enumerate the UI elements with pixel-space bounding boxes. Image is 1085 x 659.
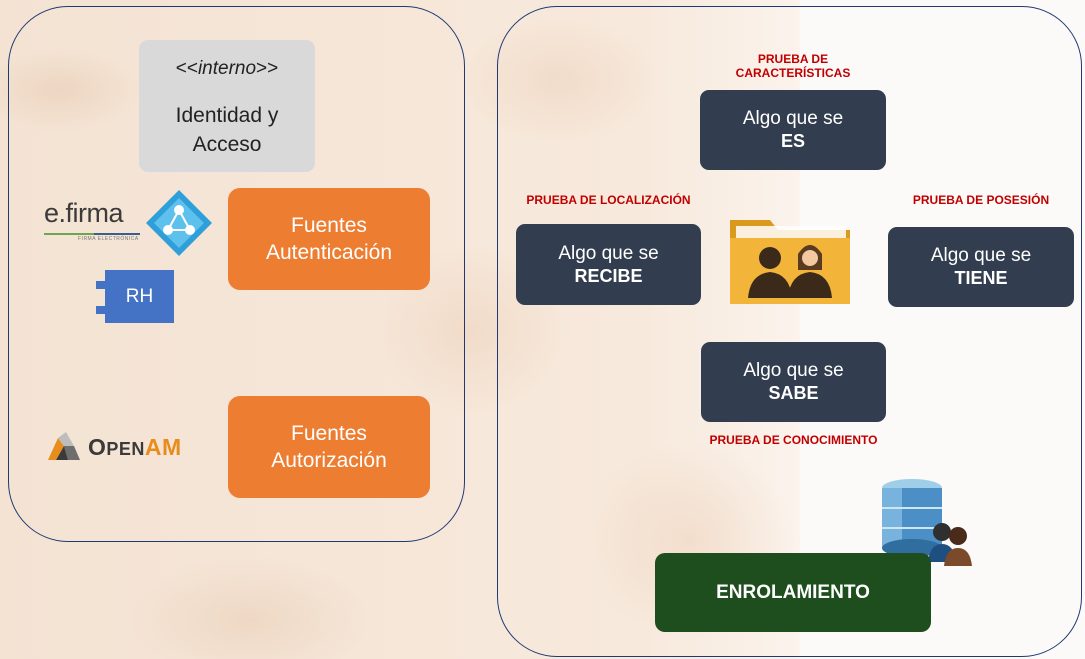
factor-sabe-line2: SABE (768, 383, 819, 403)
proof-possession-label: PRUEBA DE POSESIÓN (912, 193, 1050, 207)
factor-es-line1: Algo que se (742, 108, 844, 129)
rh-component[interactable]: RH (105, 270, 174, 323)
users-folder-icon (730, 220, 850, 304)
factor-sabe-line1: Algo que se (743, 360, 844, 381)
enrollment-label: ENROLAMIENTO (716, 581, 870, 603)
factor-es-line2: ES (780, 131, 805, 151)
openam-logo: OPENAM (44, 430, 182, 464)
identity-label: Identidad y Acceso (175, 103, 279, 156)
authz-sources-label: Fuentes Autorización (271, 422, 387, 472)
stereotype-label: <<interno>> (176, 54, 279, 83)
factor-recibe-line2: RECIBE (574, 265, 643, 286)
proof-knowledge-label: PRUEBA DE CONOCIMIENTO (709, 433, 878, 447)
stereotype-text: <<interno>> (175, 57, 279, 79)
efirma-diamond-icon (146, 190, 212, 256)
rh-tab-top (96, 281, 105, 289)
identity-access-component[interactable]: <<interno>> Identidad y Acceso (139, 40, 315, 172)
factor-es-box[interactable]: Algo que se ES (700, 90, 886, 170)
auth-sources-label: Fuentes Autenticación (265, 214, 393, 264)
authentication-factors-panel (497, 6, 1082, 657)
efirma-subtitle: FIRMA ELECTRÓNICA (78, 236, 139, 242)
openam-logo-icon (48, 432, 80, 460)
efirma-underline-accent (44, 233, 94, 235)
factor-tiene-box[interactable]: Algo que se TIENE (888, 227, 1074, 307)
openam-wordmark: OPENAM (88, 433, 182, 460)
background-pattern (0, 0, 800, 659)
factor-sabe-box[interactable]: Algo que se SABE (701, 342, 886, 422)
proof-location-label: PRUEBA DE LOCALIZACIÓN (526, 193, 691, 207)
rh-label: RH (125, 285, 154, 307)
efirma-logo: e.firma (44, 198, 124, 228)
authz-sources-box[interactable]: Fuentes Autorización (228, 396, 430, 498)
identity-panel (8, 6, 465, 542)
factor-recibe-box[interactable]: Algo que se RECIBE (516, 224, 701, 305)
factor-tiene-line1: Algo que se (930, 245, 1032, 266)
factor-recibe-line1: Algo que se (558, 242, 659, 264)
enrollment-box[interactable]: ENROLAMIENTO (655, 553, 931, 632)
auth-sources-box[interactable]: Fuentes Autenticación (228, 188, 430, 290)
database-users-icon (882, 479, 972, 566)
proof-characteristics-label: PRUEBA DE CARACTERÍSTICAS (735, 52, 851, 80)
rh-tab-bottom (96, 306, 105, 314)
factor-tiene-line2: TIENE (954, 268, 1008, 288)
